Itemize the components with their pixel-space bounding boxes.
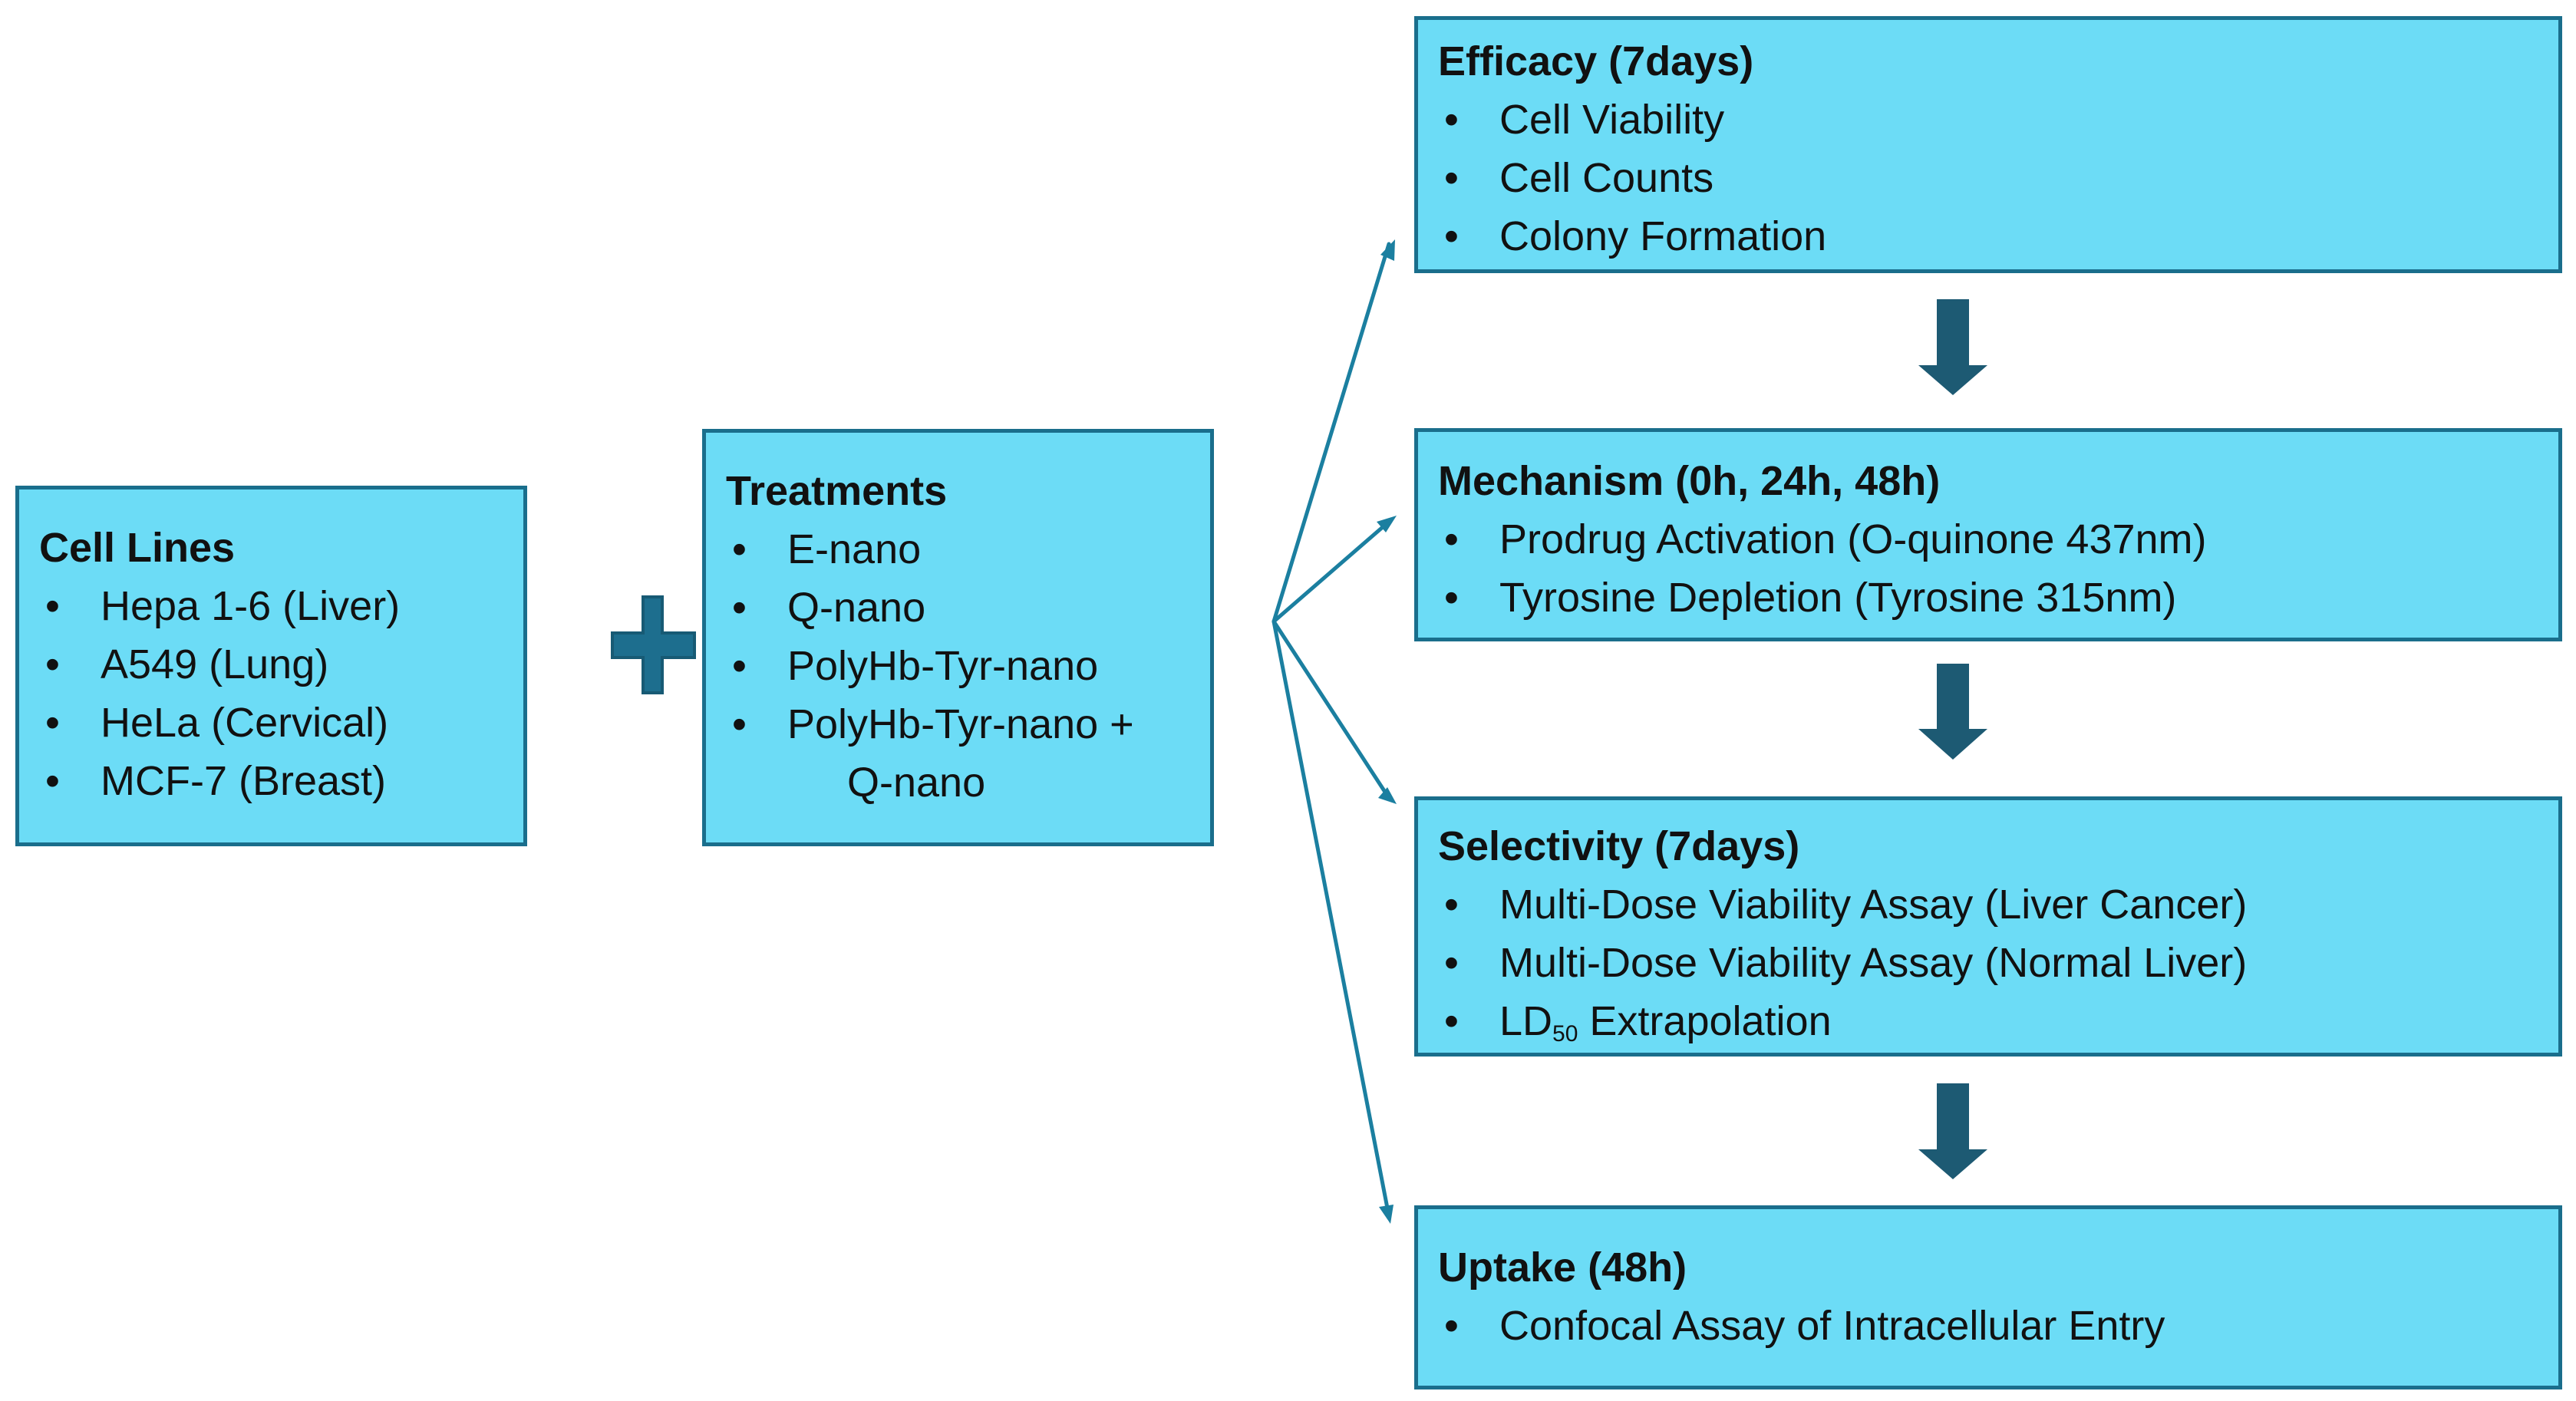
ld-prefix: LD [1499,998,1553,1044]
uptake-box: Uptake (48h) Confocal Assay of Intracell… [1414,1205,2562,1389]
mechanism-title: Mechanism (0h, 24h, 48h) [1438,458,1941,504]
uptake-item: Confocal Assay of Intracellular Entry [1438,1297,2538,1355]
selectivity-list: Multi-Dose Viability Assay (Liver Cancer… [1438,875,2538,1063]
efficacy-title: Efficacy (7days) [1438,38,1754,84]
treatment-item-continuation: Q-nano [847,760,986,806]
efficacy-item: Cell Counts [1438,149,2538,207]
mechanism-list: Prodrug Activation (O-quinone 437nm) Tyr… [1438,510,2538,627]
mechanism-box: Mechanism (0h, 24h, 48h) Prodrug Activat… [1414,428,2562,641]
treatments-list: E-nano Q-nano PolyHb-Tyr-nano PolyHb-Tyr… [726,520,1190,812]
efficacy-item: Colony Formation [1438,207,2538,265]
cell-lines-title: Cell Lines [39,525,236,571]
arrowhead-mechanism [1377,516,1397,532]
selectivity-item: Multi-Dose Viability Assay (Normal Liver… [1438,934,2538,992]
connector-to-efficacy [1272,242,1391,624]
treatment-item: Q-nano [726,579,1190,637]
treatment-item: PolyHb-Tyr-nano [726,637,1190,695]
ld-suffix: Extrapolation [1578,998,1832,1044]
mechanism-item: Prodrug Activation (O-quinone 437nm) [1438,510,2538,569]
efficacy-item: Cell Viability [1438,91,2538,149]
arrowhead-selectivity [1378,787,1397,804]
selectivity-item-ld50: LD50 Extrapolation [1438,992,2538,1063]
mechanism-item: Tyrosine Depletion (Tyrosine 315nm) [1438,569,2538,627]
cell-line-item: A549 (Lung) [39,635,503,694]
treatments-title: Treatments [726,468,948,514]
selectivity-item: Multi-Dose Viability Assay (Liver Cancer… [1438,875,2538,934]
treatments-box: Treatments E-nano Q-nano PolyHb-Tyr-nano… [702,429,1214,846]
treatment-item: PolyHb-Tyr-nano + Q-nano [726,695,1190,812]
arrowhead-efficacy [1380,239,1395,261]
connector-to-uptake [1272,619,1391,1218]
arrowhead-uptake [1379,1205,1394,1224]
uptake-title: Uptake (48h) [1438,1244,1687,1291]
selectivity-title: Selectivity (7days) [1438,823,1800,869]
selectivity-box: Selectivity (7days) Multi-Dose Viability… [1414,796,2562,1057]
down-arrow-mechanism-to-selectivity [1918,664,1987,760]
uptake-list: Confocal Assay of Intracellular Entry [1438,1297,2538,1355]
ld-subscript: 50 [1552,1021,1578,1047]
cell-line-item: Hepa 1-6 (Liver) [39,577,503,635]
treatment-item: E-nano [726,520,1190,579]
cell-line-item: MCF-7 (Breast) [39,752,503,810]
cell-lines-list: Hepa 1-6 (Liver) A549 (Lung) HeLa (Cervi… [39,577,503,810]
plus-icon [611,595,696,694]
efficacy-box: Efficacy (7days) Cell Viability Cell Cou… [1414,16,2562,273]
connector-to-selectivity [1272,619,1391,800]
efficacy-list: Cell Viability Cell Counts Colony Format… [1438,91,2538,265]
connector-to-mechanism [1272,519,1391,624]
down-arrow-selectivity-to-uptake [1918,1083,1987,1179]
cell-line-item: HeLa (Cervical) [39,694,503,752]
treatment-item-text: PolyHb-Tyr-nano + [787,701,1134,747]
cell-lines-box: Cell Lines Hepa 1-6 (Liver) A549 (Lung) … [15,486,527,846]
down-arrow-efficacy-to-mechanism [1918,299,1987,395]
